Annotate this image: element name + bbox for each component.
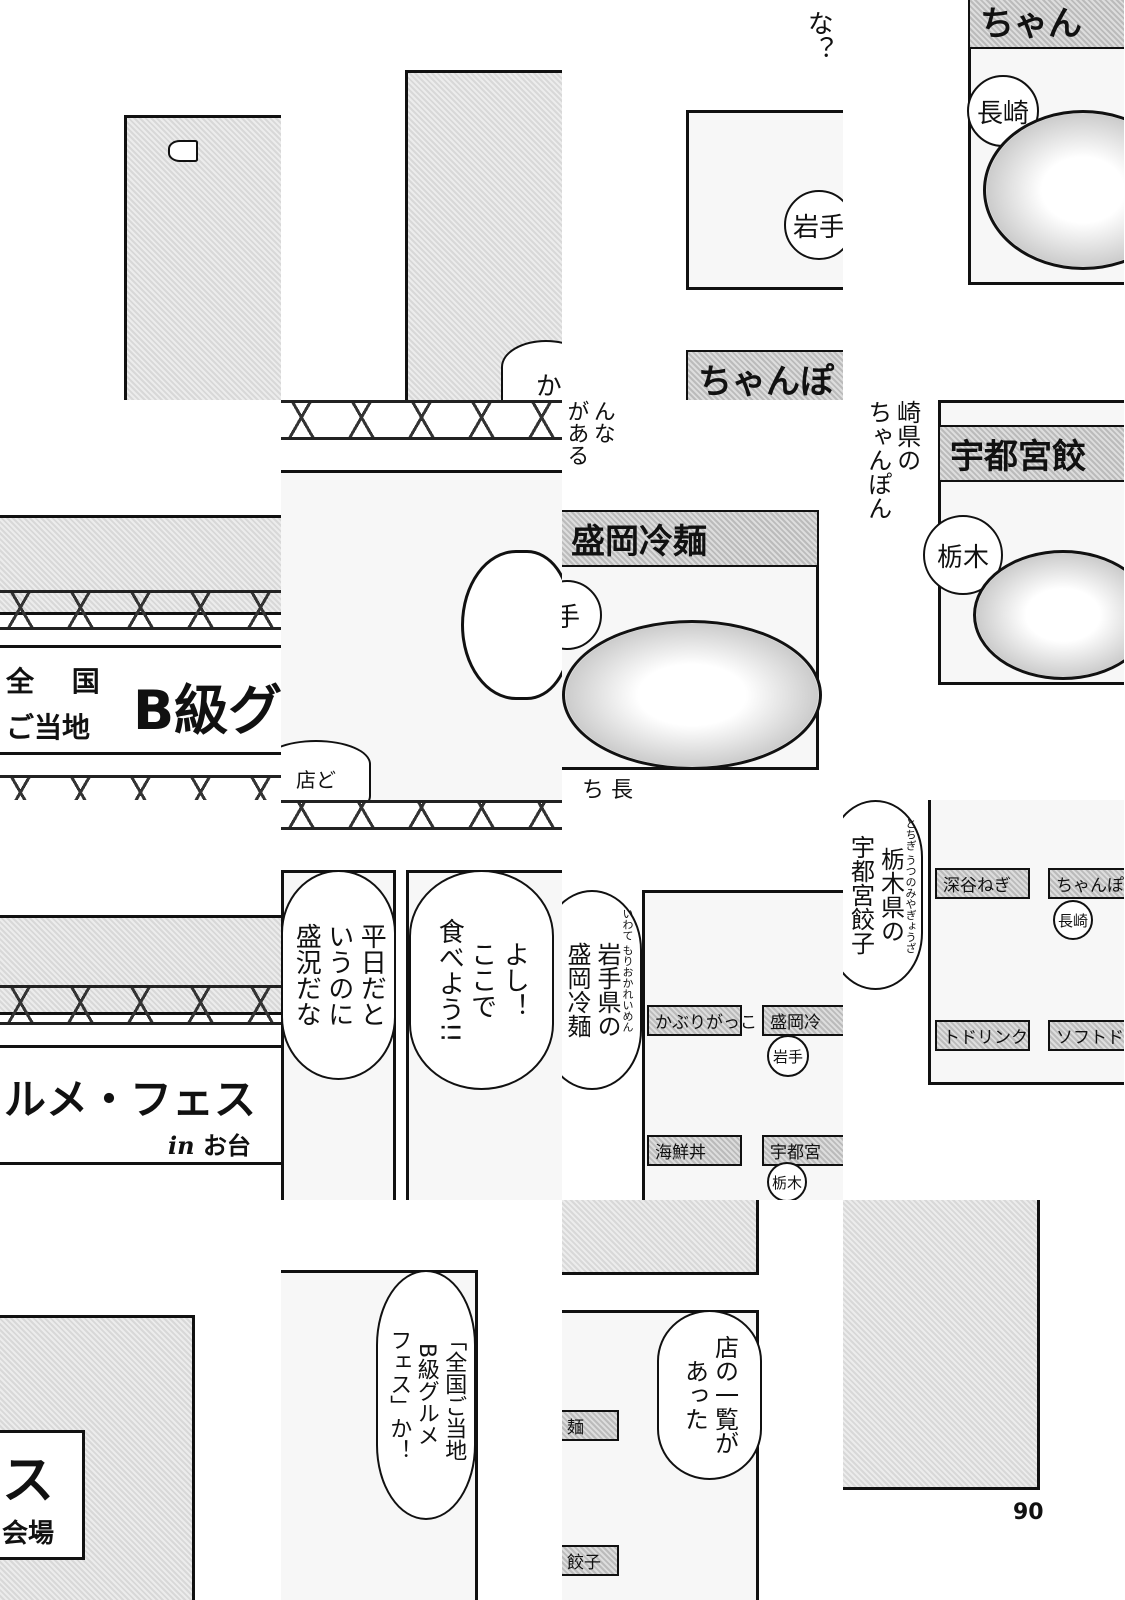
menu-label: 麺	[562, 1410, 619, 1441]
prefecture-circle: 長崎	[1053, 900, 1093, 940]
tile-r3c3: 90	[843, 1200, 1124, 1600]
speech-text: 崎県のちゃんぽん	[863, 400, 921, 520]
speech-text: な？	[803, 10, 834, 62]
truss	[281, 400, 562, 440]
prefecture-circle: 岩手	[784, 190, 843, 260]
booth-header: 盛岡冷麺	[562, 510, 819, 567]
banner-text: 全 国	[6, 665, 114, 698]
tile-r0c1: か	[281, 0, 562, 400]
noodle-bowl	[562, 620, 822, 770]
festival-banner: ス 会場	[0, 1430, 85, 1560]
ruby: とちぎ うつのみやぎょうざ	[904, 818, 917, 954]
speech-bubble: 店の一覧があった	[657, 1310, 762, 1480]
truss	[0, 590, 281, 630]
menu-label: 深谷ねぎ	[935, 868, 1030, 899]
banner-in: in	[168, 1131, 195, 1160]
menu-label: ソフトド	[1048, 1020, 1124, 1051]
truss	[0, 985, 281, 1025]
booth-header: ちゃん	[968, 0, 1124, 49]
festival-banner: 全 国 ご当地 B級グ	[0, 645, 281, 755]
tile-r2c1: 平日だというのに盛況だな よし！ここで食べよう!!	[281, 800, 562, 1200]
tile-r2c0: ルメ・フェス in お台	[0, 800, 281, 1200]
page-number: 90	[1013, 1500, 1044, 1525]
booth-header: ちゃんぽ	[686, 350, 843, 400]
menu-label: 海鮮丼	[647, 1135, 742, 1166]
tile-r1c1: 店ど	[281, 400, 562, 800]
ruby: いわて もりおかれいめん	[621, 908, 634, 1033]
banner-text: 会場	[2, 1519, 55, 1549]
man-face	[461, 550, 562, 700]
tile-r0c0	[0, 0, 281, 400]
speech-bubble: 平日だというのに盛況だな	[281, 870, 396, 1080]
banner-title: ス	[2, 1451, 55, 1511]
speech-text: 店ど	[296, 767, 336, 792]
booth-header: 宇都宮餃	[938, 425, 1124, 482]
banner-title: ルメ・フェス	[4, 1075, 257, 1124]
suit-panel	[562, 1200, 759, 1275]
banner-text: お台	[202, 1132, 251, 1160]
speech-bubble: よし！ここで食べよう!!	[409, 870, 554, 1090]
gyoza-plate	[973, 550, 1124, 680]
speech-text: んながある	[563, 400, 615, 466]
prefecture-circle: 岩手	[767, 1035, 809, 1077]
menu-label: 餃子	[562, 1545, 619, 1576]
speech-text: か	[531, 372, 562, 398]
menu-label: トドリンク	[935, 1020, 1030, 1051]
tile-r2c3: 栃木県の宇都宮餃子 とちぎ うつのみやぎょうざ 深谷ねぎ ちゃんぽ 長崎 トドリ…	[843, 800, 1124, 1200]
festival-banner: ルメ・フェス in お台	[0, 1045, 281, 1165]
banner-text: ご当地	[6, 711, 91, 744]
menu-label: かぶりがっこ	[647, 1005, 757, 1036]
banner-title: B級グ	[133, 679, 281, 742]
speech-bubble: 栃木県の宇都宮餃子	[843, 800, 923, 990]
tile-r1c0: 全 国 ご当地 B級グ	[0, 400, 281, 800]
tile-r3c0: ス 会場	[0, 1200, 281, 1600]
menu-label: 盛岡冷	[762, 1005, 843, 1036]
tile-r1c2: んながある 盛岡冷麺 手 ち 長	[562, 400, 843, 800]
truss	[0, 775, 281, 800]
tile-r2c2: 岩手県の盛岡冷麺 いわて もりおかれいめん かぶりがっこ 盛岡冷 岩手 海鮮丼 …	[562, 800, 843, 1200]
tile-r3c2: 麺 餃子 店の一覧があった	[562, 1200, 843, 1600]
suit-panel	[843, 1200, 1040, 1490]
loudspeaker-icon	[168, 140, 198, 162]
cut-text: ち 長	[582, 778, 633, 800]
menu-label: ちゃんぽ	[1048, 868, 1124, 899]
truss	[281, 800, 562, 830]
tile-r0c3: ちゃん 長崎	[843, 0, 1124, 400]
prefecture-circle: 栃木	[923, 515, 1003, 595]
menu-label: 宇都宮	[762, 1135, 843, 1166]
tile-r1c3: 崎県のちゃんぽん 宇都宮餃 栃木	[843, 400, 1124, 800]
truss-panel	[124, 115, 281, 400]
prefecture-circle: 栃木	[767, 1162, 807, 1200]
tile-r0c2: な？ 岩手 ちゃんぽ	[562, 0, 843, 400]
